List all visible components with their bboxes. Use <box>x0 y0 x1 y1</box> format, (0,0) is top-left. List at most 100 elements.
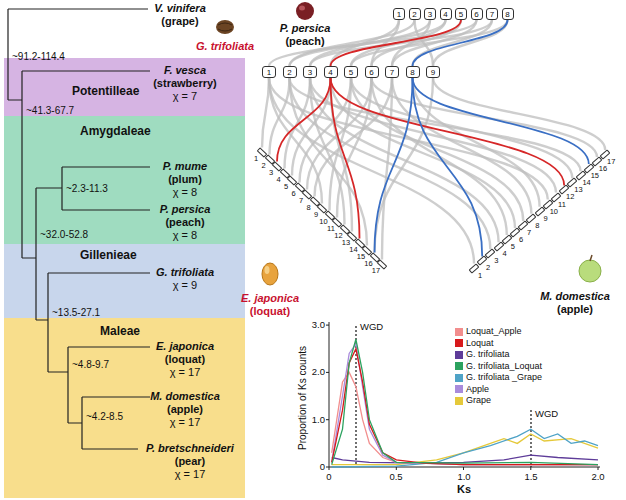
chromosome-number: 17 <box>372 267 380 274</box>
chromosome-box: 13 <box>568 178 577 187</box>
chromosome-box: 7 <box>385 66 399 78</box>
ks-curve <box>332 434 598 465</box>
legend-swatch <box>455 328 463 336</box>
divergence-time: ~4.8-9.7 <box>72 358 109 371</box>
tree-branch <box>22 71 150 258</box>
legend-swatch <box>455 339 463 347</box>
divergence-time: ~91.2-114.4 <box>12 50 65 63</box>
chromosome-number: 9 <box>314 211 318 218</box>
clade-name: Potentilleae <box>72 84 139 98</box>
legend-text: G. trifoliata _Grape <box>466 372 542 383</box>
chromosome-count: χ = 7 <box>173 90 197 103</box>
chromosome-number: 2 <box>486 264 490 271</box>
genome-label: P. persica <box>280 22 331 35</box>
chromosome-box: 5 <box>288 176 297 185</box>
tick-label: 0 <box>320 461 325 473</box>
chromosome-number: 5 <box>284 183 288 190</box>
species-name: V. vinifera <box>154 2 206 15</box>
chromosome-box: 15 <box>363 246 372 255</box>
chromosome-number: 4 <box>328 68 332 77</box>
chromosome-number: 5 <box>349 68 353 77</box>
tree-branch <box>68 397 150 449</box>
chromosome-number: 4 <box>443 10 447 19</box>
wgd-label: WGD <box>360 321 383 333</box>
chromosome-box: 17 <box>378 260 387 269</box>
tick-label: 0 <box>326 471 331 483</box>
divergence-time: ~13.5-27.1 <box>52 306 100 319</box>
axis-ticks <box>326 325 598 470</box>
common-name: (apple) <box>167 403 203 416</box>
chromosome-box: 3 <box>273 162 282 171</box>
chromosome-number: 6 <box>474 10 478 19</box>
chromosome-number: 8 <box>410 68 414 77</box>
synteny-line <box>382 78 392 260</box>
clade-name: Gillenieae <box>80 248 137 262</box>
common-name: (peach) <box>165 216 204 229</box>
genome-label: (apple) <box>557 303 593 316</box>
synteny-line <box>375 78 434 253</box>
species-name: E. japonica <box>156 340 214 353</box>
chromosome-box: 8 <box>502 8 514 20</box>
chromosome-number: 7 <box>390 68 394 77</box>
species-name: P. persica <box>160 203 211 216</box>
legend-text: G. trifoliata_Loquat <box>466 361 542 372</box>
chromosome-box: 7 <box>303 190 312 199</box>
legend-swatch <box>455 362 463 370</box>
chromosome-box: 4 <box>324 66 338 78</box>
chromosome-number: 15 <box>591 172 599 179</box>
common-name: (plum) <box>168 173 202 186</box>
chromosome-box: 12 <box>560 185 569 194</box>
divergence-time: ~41.3-67.7 <box>26 104 74 117</box>
chromosome-box: 9 <box>426 66 440 78</box>
apple-icon <box>579 260 601 282</box>
loquat-highlight <box>265 266 270 274</box>
chromosome-number: 5 <box>459 10 463 19</box>
ks-curve <box>332 372 598 464</box>
chromosome-number: 12 <box>566 193 574 200</box>
chromosome-number: 8 <box>306 204 310 211</box>
chromosome-number: 11 <box>327 225 335 232</box>
synteny-line <box>310 78 556 193</box>
chromosome-number: 5 <box>511 243 515 250</box>
chromosome-number: 10 <box>319 218 327 225</box>
species-name: P. bretschneideri <box>146 442 234 455</box>
synteny-line <box>392 78 531 214</box>
synteny-line <box>290 78 491 249</box>
synteny-line <box>433 78 605 150</box>
chromosome-number: 11 <box>558 201 566 208</box>
chromosome-box: 1 <box>262 66 276 78</box>
species-name: M. domestica <box>150 390 220 403</box>
legend-row: Loquat_Apple <box>455 326 595 337</box>
chromosome-box: 5 <box>502 235 511 244</box>
chromosome-count: χ = 17 <box>170 366 201 379</box>
synteny-link <box>413 78 483 256</box>
synteny-line <box>433 20 508 66</box>
chromosome-number: 14 <box>582 179 590 186</box>
genome-label: (loquat) <box>250 305 290 318</box>
synteny-link <box>413 20 508 66</box>
chromosome-number: 16 <box>599 165 607 172</box>
chromosome-box: 2 <box>283 66 297 78</box>
species-name: F. vesca <box>164 64 206 77</box>
chromosome-number: 9 <box>544 215 548 222</box>
chromosome-box: 5 <box>455 8 467 20</box>
chromosome-number: 10 <box>550 208 558 215</box>
chromosome-box: 10 <box>543 200 552 209</box>
clade-name: Maleae <box>100 324 140 338</box>
chromosome-box: 16 <box>593 157 602 166</box>
genome-label: G. trifoliata <box>196 40 254 53</box>
seed-stripes <box>218 23 232 31</box>
genome-label: E. japonica <box>241 292 299 305</box>
synteny-line <box>262 78 269 148</box>
synteny-line <box>351 78 523 221</box>
chromosome-box: 6 <box>511 228 520 237</box>
chromosome-count: χ = 17 <box>175 468 206 481</box>
legend-row: Loquat <box>455 338 595 349</box>
legend-swatch <box>455 385 463 393</box>
synteny-link <box>331 20 462 66</box>
chromosome-number: 13 <box>574 186 582 193</box>
genome-label: (peach) <box>285 35 324 48</box>
legend-text: Loquat_Apple <box>466 326 522 337</box>
peach-icon <box>296 2 314 20</box>
